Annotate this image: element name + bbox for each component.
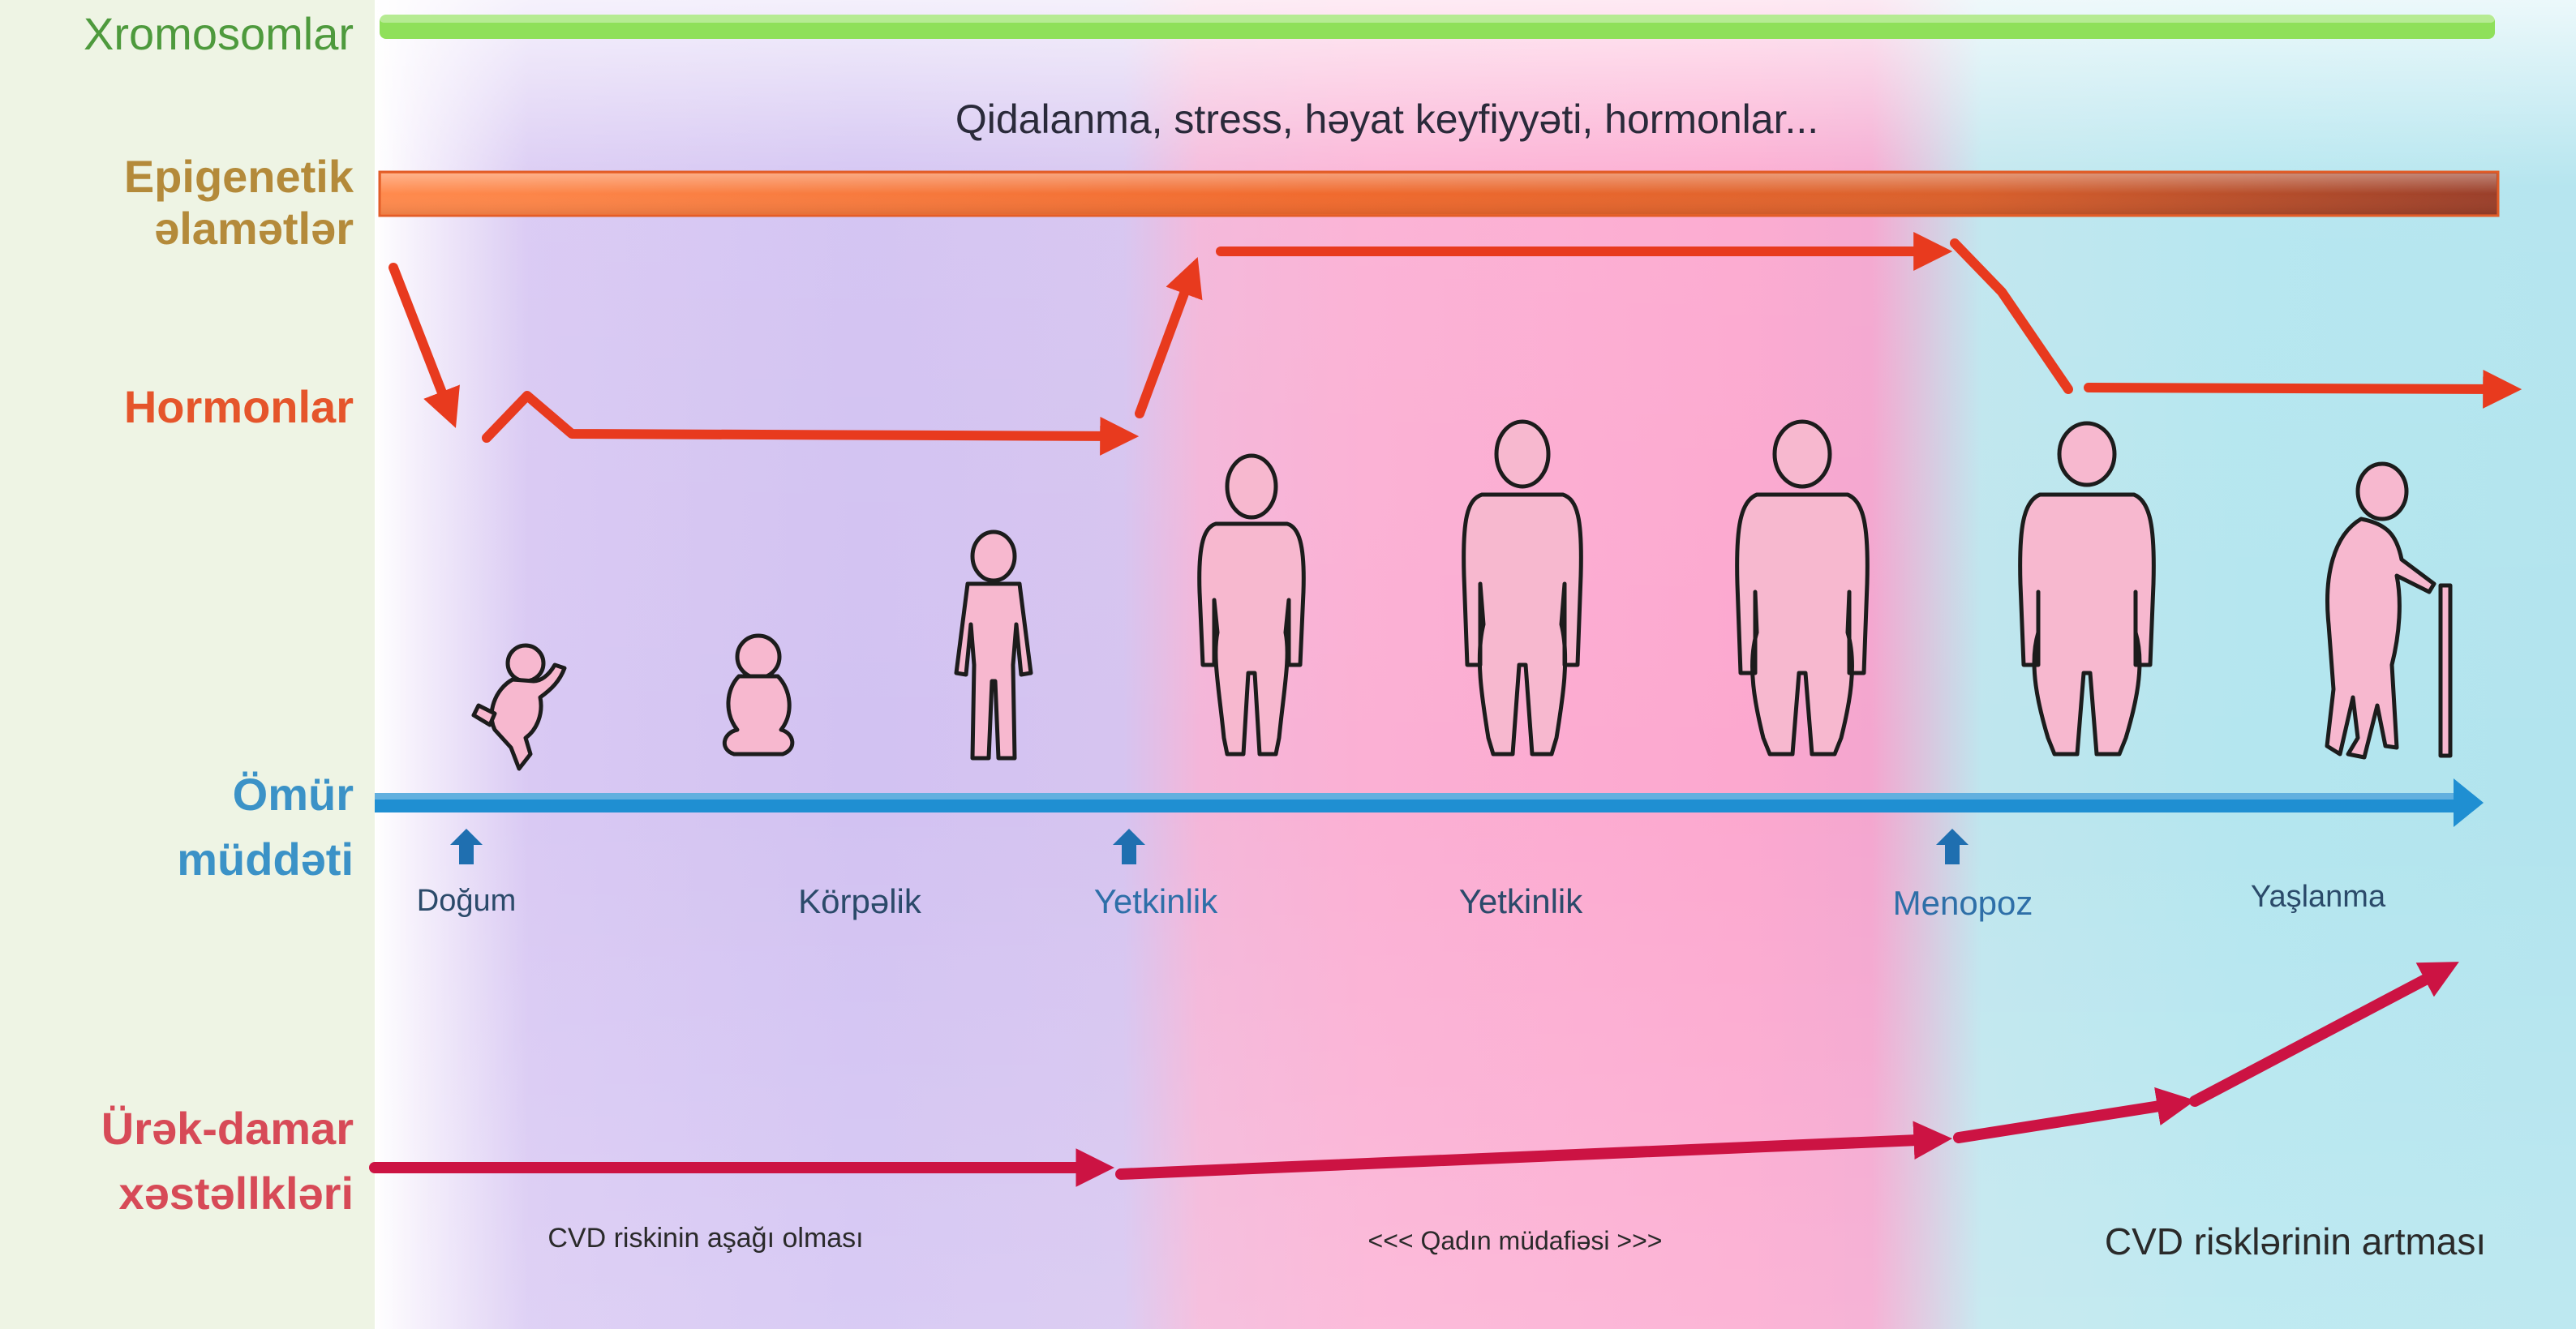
stage-aging-label: Yaşlanma — [2251, 880, 2385, 915]
baby-figure — [724, 636, 792, 754]
epigenetic-label: Epigenetik əlamətlər — [124, 151, 354, 255]
birth-marker-icon — [450, 829, 483, 864]
adult-figure — [1464, 422, 1582, 754]
teen-figure — [1200, 456, 1304, 754]
mature-figure — [1737, 422, 1868, 754]
hormones-label: Hormonlar — [124, 381, 354, 433]
menopausal-figure — [2020, 423, 2154, 754]
chromosomes-label: Xromosomlar — [84, 8, 354, 60]
stage-puberty-label: Yetkinlik — [1094, 882, 1218, 921]
stage-menopause-label: Menopoz — [1893, 884, 2033, 923]
hormone-line — [393, 243, 2506, 438]
elderly-figure — [2327, 464, 2450, 757]
menopause-marker-icon — [1936, 829, 1968, 864]
low-cvd-risk-caption: CVD riskinin aşağı olması — [547, 1223, 863, 1254]
cvd-risk-line — [375, 969, 2445, 1174]
human-figures — [474, 422, 2450, 769]
lifespan-label: Ömür müddəti — [177, 762, 354, 892]
stage-adulthood-label: Yetkinlik — [1459, 882, 1583, 921]
puberty-marker-icon — [1113, 829, 1145, 864]
cvd-label: Ürək-damar xəstəllkləri — [101, 1096, 354, 1226]
female-protection-caption: <<< Qadın müdafiəsi >>> — [1368, 1226, 1663, 1256]
rising-cvd-risk-caption: CVD risklərinin artması — [2105, 1220, 2486, 1263]
influencing-factors-text: Qidalanma, stress, həyat keyfiyyəti, hor… — [955, 96, 1818, 143]
newborn-figure — [474, 645, 565, 769]
stage-infancy-label: Körpəlik — [798, 882, 921, 921]
child-figure — [956, 532, 1031, 758]
lifespan-arrow — [375, 778, 2484, 827]
stage-marker-arrows — [450, 829, 1968, 864]
stage-birth-label: Doğum — [417, 884, 517, 919]
